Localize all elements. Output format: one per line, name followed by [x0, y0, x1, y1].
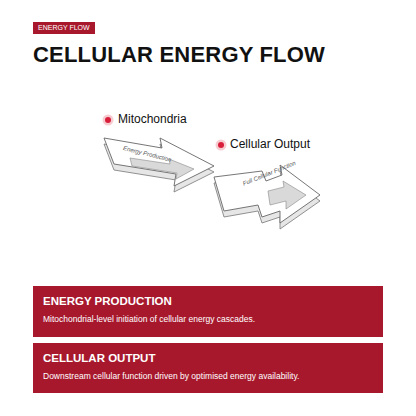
panel-body: Downstream cellular function driven by o… [43, 371, 373, 382]
diagram-title: CELLULAR ENERGY FLOW [33, 42, 325, 68]
tag-label: ENERGY FLOW [33, 22, 95, 34]
arrow-block: Cellular OutputFull Cellular Function [212, 135, 328, 243]
part-label: Mitochondria [118, 112, 187, 126]
tag-text: ENERGY FLOW [38, 24, 90, 32]
arrow-shape [212, 135, 328, 243]
info-panel: CELLULAR OUTPUT Downstream cellular funct… [33, 343, 383, 393]
marker-dot [218, 142, 224, 148]
arrow-block: MitochondriaEnergy Production [100, 108, 232, 203]
dot-glow [103, 115, 114, 126]
part-label: Cellular Output [230, 137, 310, 151]
arrow-face [104, 138, 214, 186]
marker-dot [105, 117, 111, 123]
panel-heading: CELLULAR OUTPUT [43, 352, 373, 364]
panel-body: Mitochondrial-level initiation of cellul… [43, 314, 373, 325]
inner-arrow [268, 181, 306, 209]
info-panel: ENERGY PRODUCTION Mitochondrial-level ini… [33, 286, 383, 337]
panel-heading: ENERGY PRODUCTION [43, 295, 373, 307]
dot-glow [216, 140, 227, 151]
inner-arrow [130, 158, 194, 179]
